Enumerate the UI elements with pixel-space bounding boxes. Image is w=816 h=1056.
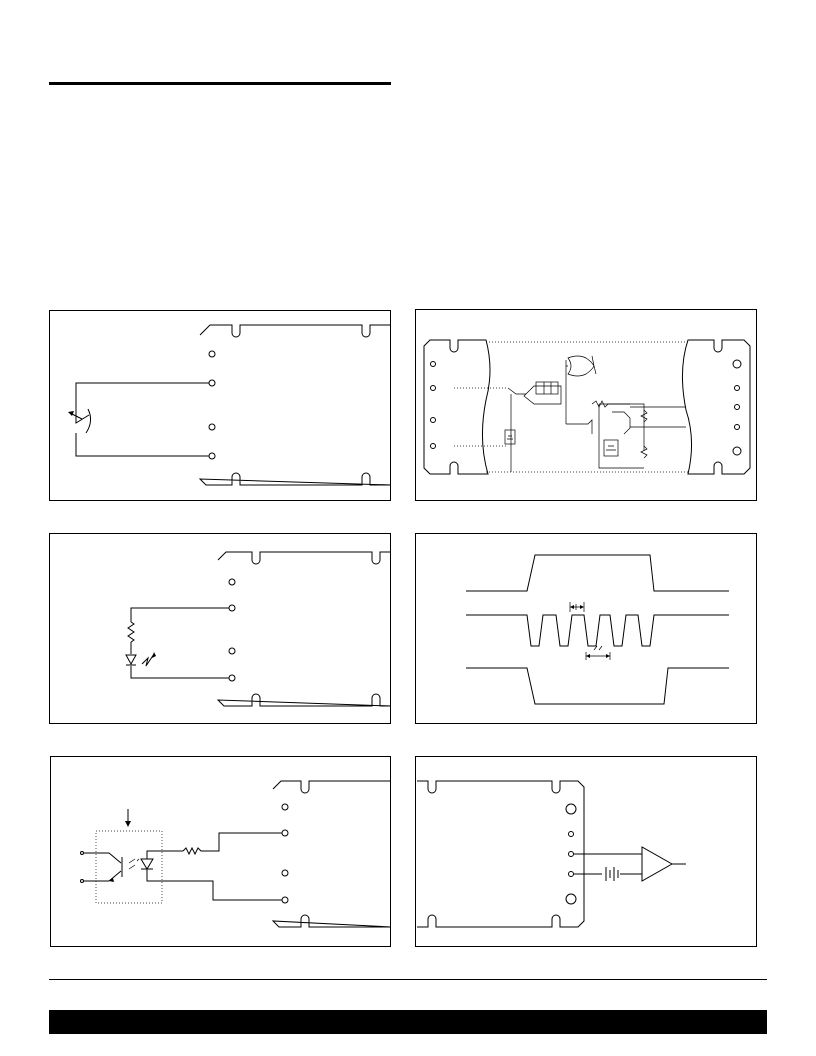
right-pin-3 <box>734 404 740 410</box>
led-wire <box>130 607 229 679</box>
internal-circuit-schematic <box>423 339 751 475</box>
module-pin-3 <box>568 851 574 857</box>
gate-trace <box>566 365 580 425</box>
phototransistor-icon <box>84 852 123 882</box>
resistor-right <box>640 409 648 459</box>
phototransistor-terminal-1 <box>80 851 84 855</box>
period-break <box>593 645 603 651</box>
rail-top <box>599 403 645 450</box>
left-pin-2 <box>430 385 436 391</box>
module-pin-5 <box>565 893 577 905</box>
module-pin-1 <box>228 578 236 586</box>
switch-actuator-arc <box>85 408 92 434</box>
amplifier-schematic <box>417 780 686 928</box>
footer-bar <box>49 1010 767 1034</box>
or-gate-body <box>567 355 595 377</box>
signal-trace <box>507 387 526 395</box>
module-pin-2 <box>228 604 236 612</box>
logic-block <box>535 381 559 395</box>
module-pin-1 <box>565 803 577 815</box>
module-pin-1 <box>281 803 289 811</box>
waveform-inverted-gate <box>466 667 729 705</box>
diagram-panel-internal-circuit <box>415 309 757 501</box>
module-outline <box>271 780 392 928</box>
vertical-bus <box>510 360 567 472</box>
light-coupling-icon <box>128 858 140 870</box>
module-pin-1 <box>208 350 216 358</box>
resistor-icon <box>182 832 282 856</box>
diagram-panel-waveforms <box>415 533 757 724</box>
module-pin-3 <box>228 647 236 655</box>
switch-wire <box>75 382 209 457</box>
or-gate-output <box>591 355 597 375</box>
optocoupler-schematic <box>80 780 392 928</box>
diagram-panel-optocoupler <box>50 756 392 947</box>
timing-waveforms <box>466 554 729 705</box>
right-pin-2 <box>734 385 740 391</box>
module-pin-3 <box>208 423 216 431</box>
optocoupler-package <box>95 830 163 904</box>
ground-block <box>504 429 516 445</box>
amplifier-triangle-icon <box>641 846 674 882</box>
transistor-switch <box>612 411 631 435</box>
footer-rule <box>49 979 767 980</box>
module-outline <box>417 780 585 928</box>
resistor-icon <box>127 621 135 643</box>
output-traces <box>630 406 686 428</box>
module-pin-4 <box>228 674 236 682</box>
led-output-schematic <box>125 551 392 707</box>
left-module-outline <box>423 339 491 475</box>
period-arrow-right <box>606 654 610 658</box>
logic-block-dividers <box>543 382 552 394</box>
header-rule <box>49 82 391 85</box>
module-pin-2 <box>568 831 574 837</box>
battery-plates <box>606 445 616 451</box>
diagram-panel-amplifier <box>415 756 757 947</box>
emitter-arrow <box>109 878 114 882</box>
led-light-rays-icon <box>141 653 155 667</box>
module-pin-3 <box>281 869 289 877</box>
led-wire <box>146 850 282 901</box>
switch-input-schematic <box>68 324 392 486</box>
right-pin-1 <box>732 359 742 369</box>
input-arrow-head <box>125 821 131 827</box>
module-pin-2 <box>281 829 289 837</box>
arrow-head-icon <box>68 411 74 416</box>
waveform-pulse-train <box>466 614 729 647</box>
right-pin-4 <box>734 424 740 430</box>
left-pin-3 <box>430 417 436 423</box>
battery-box <box>603 439 619 457</box>
module-pin-2 <box>208 379 216 387</box>
waveform-gate <box>466 554 729 592</box>
right-pin-5 <box>732 446 742 456</box>
module-outline <box>216 551 392 707</box>
rail-left <box>598 404 644 469</box>
ray-arrow-head <box>152 652 156 658</box>
module-outline <box>198 324 392 486</box>
module-pin-4 <box>281 896 289 904</box>
bridge-trace <box>580 419 593 434</box>
buffer-driver <box>523 385 562 405</box>
phototransistor-terminal-2 <box>80 879 84 883</box>
diagram-panel-switch-input <box>49 310 392 501</box>
pulse-width-arrow-right <box>580 605 584 609</box>
left-pin-1 <box>430 361 436 367</box>
battery-icon <box>605 867 619 881</box>
pulse-width-arrow-left <box>570 605 574 609</box>
period-arrow-left <box>586 654 590 658</box>
module-pin-4 <box>568 871 574 877</box>
switch-contact <box>75 414 90 424</box>
left-pin-4 <box>430 443 436 449</box>
led-diode-icon <box>140 858 154 870</box>
led-diode-icon <box>125 654 137 666</box>
diagram-panel-led-output <box>49 533 392 724</box>
ground-symbol <box>507 435 513 440</box>
right-module-outline <box>681 339 751 475</box>
module-pin-4 <box>208 452 216 460</box>
pulse-width-ticks <box>569 602 585 612</box>
